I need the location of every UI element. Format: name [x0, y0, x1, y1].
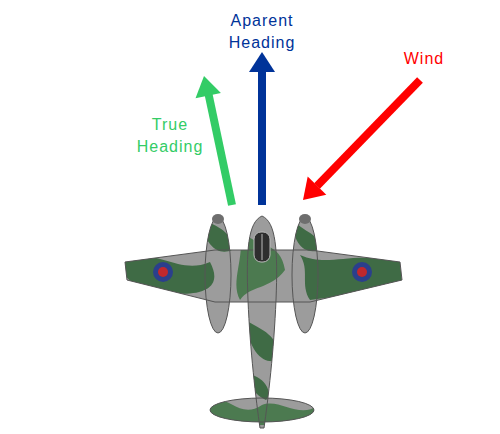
wind-arrow	[303, 80, 420, 200]
true-heading-label: True Heading	[125, 114, 215, 158]
wind-label: Wind	[384, 48, 464, 70]
apparent-heading-label: Aparent Heading	[212, 10, 312, 54]
apparent-heading-arrow	[249, 52, 275, 205]
aircraft	[100, 200, 420, 434]
